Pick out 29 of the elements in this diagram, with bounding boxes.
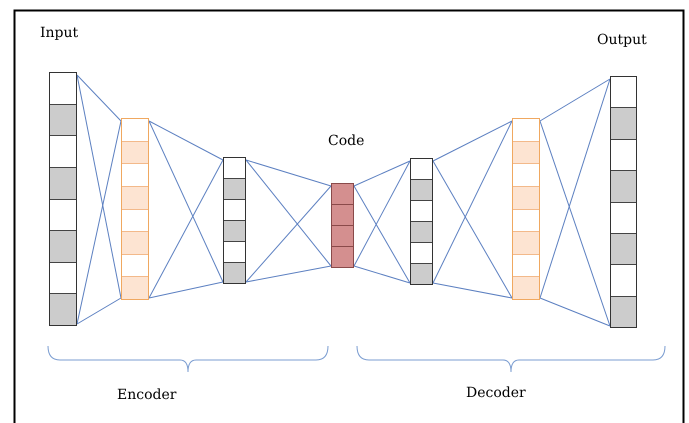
connection-line xyxy=(432,282,512,298)
connection-line xyxy=(354,186,410,284)
connection-line xyxy=(148,120,224,282)
connection-line xyxy=(540,298,610,326)
connection-line xyxy=(354,160,410,266)
connection-line xyxy=(540,78,610,298)
section-label: Encoder xyxy=(117,387,176,403)
connection-line xyxy=(76,298,122,324)
layer-label: Input xyxy=(40,25,78,41)
connection-line xyxy=(148,282,224,298)
layer-label: Output xyxy=(597,32,647,48)
connection-line xyxy=(76,120,122,324)
connection-line xyxy=(76,74,122,298)
connection-line xyxy=(246,160,332,266)
connection-line xyxy=(540,78,610,122)
connection-line xyxy=(432,120,512,284)
connection-line xyxy=(246,186,332,282)
connection-line xyxy=(148,120,224,160)
connection-line xyxy=(76,74,122,122)
layer-label: Code xyxy=(328,133,364,149)
connection-line xyxy=(246,266,332,282)
connection-line xyxy=(246,160,332,186)
connection-line xyxy=(432,120,512,162)
connection-line xyxy=(148,160,224,298)
connection-line xyxy=(432,160,512,298)
connection-line xyxy=(540,120,610,326)
connection-line xyxy=(354,266,410,284)
connection-line xyxy=(354,160,410,186)
section-label: Decoder xyxy=(466,385,526,401)
